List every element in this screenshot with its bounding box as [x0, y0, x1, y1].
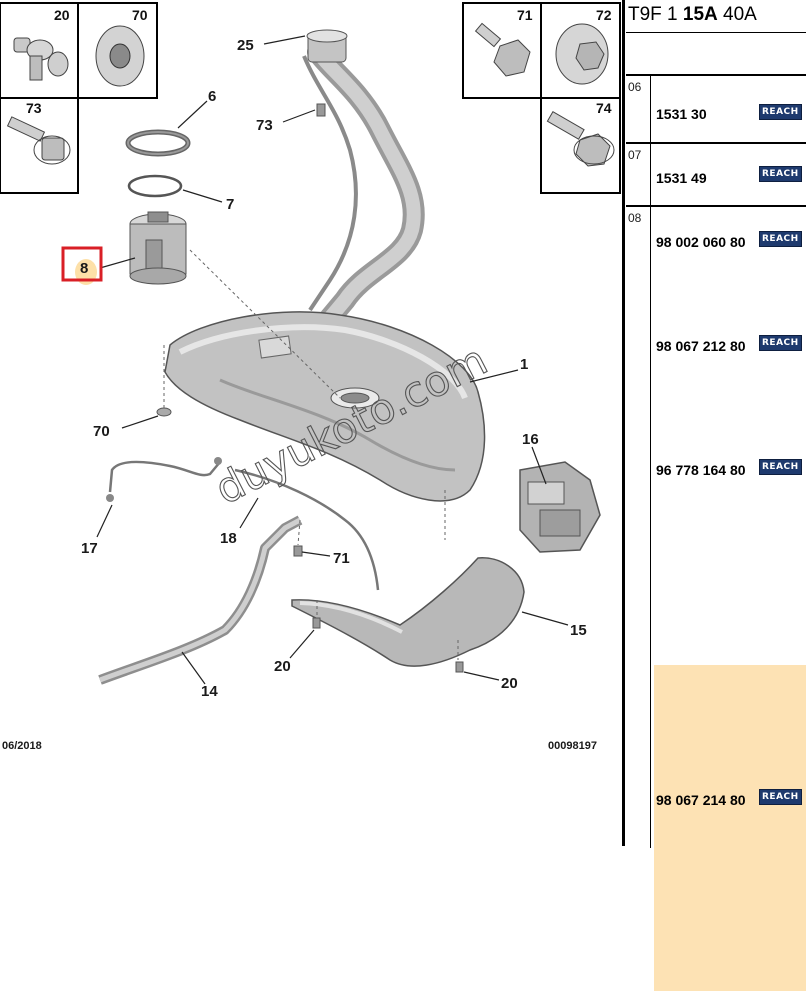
callout-20-right: 20 — [501, 675, 518, 692]
box-label-70: 70 — [132, 7, 148, 23]
part-number-link[interactable]: 98 002 060 80 — [656, 234, 746, 250]
part-number-link[interactable]: 98 067 212 80 — [656, 338, 746, 354]
fastener-20b[interactable] — [455, 661, 464, 673]
bolt-icon — [13, 37, 69, 81]
hardware-box-73[interactable]: 73 — [0, 97, 79, 194]
parts-row-07: 07 1531 49 REACH — [626, 142, 806, 206]
part-number-link[interactable]: 98 067 214 80 — [656, 792, 746, 808]
row-divider — [650, 144, 651, 206]
part-number-link[interactable]: 1531 49 — [656, 170, 707, 186]
callout-6: 6 — [208, 88, 216, 105]
fastener-73[interactable] — [316, 103, 326, 117]
fastener-20a[interactable] — [312, 617, 321, 629]
row-code: 06 — [628, 80, 642, 94]
parts-list-panel: T9F 1 15A 40A 06 1531 30 REACH 07 1531 4… — [622, 0, 806, 991]
reach-badge: REACH — [759, 231, 802, 247]
callout-71: 71 — [333, 550, 350, 567]
row-divider — [650, 76, 651, 142]
washer-icon — [95, 25, 145, 87]
seal-ring-part[interactable] — [127, 174, 183, 198]
drawing-number: 00098197 — [548, 740, 597, 752]
row-code: 07 — [628, 148, 642, 162]
hardware-box-20[interactable]: 20 — [0, 2, 79, 99]
hex-bolt-icon — [474, 22, 531, 77]
reach-badge: REACH — [759, 335, 802, 351]
callout-14: 14 — [201, 683, 218, 700]
highlight-box — [61, 246, 103, 282]
selected-part-highlight — [654, 665, 806, 991]
canister-part[interactable] — [519, 461, 601, 553]
vapor-hose-part[interactable] — [106, 457, 380, 591]
row-code: 08 — [628, 211, 642, 225]
part-number-link[interactable]: 1531 30 — [656, 106, 707, 122]
flange-nut-icon — [555, 23, 609, 85]
callout-8-highlight[interactable]: 8 — [61, 246, 103, 285]
callout-7: 7 — [226, 196, 234, 213]
callout-1: 1 — [520, 356, 528, 373]
parts-row-06: 06 1531 30 REACH — [626, 74, 806, 142]
hardware-box-71[interactable]: 71 — [462, 2, 542, 99]
callout-17: 17 — [81, 540, 98, 557]
hardware-box-74[interactable]: 74 — [540, 97, 621, 194]
heat-shield-part[interactable] — [291, 557, 525, 667]
lock-ring-part[interactable] — [125, 129, 191, 157]
strap-bracket-part[interactable] — [98, 515, 303, 685]
reach-badge: REACH — [759, 104, 802, 120]
callout-15: 15 — [570, 622, 587, 639]
row-divider — [650, 207, 651, 848]
leader-lines — [96, 35, 569, 685]
fastener-70[interactable] — [156, 407, 172, 417]
box-label-74: 74 — [596, 100, 612, 116]
box-label-72: 72 — [596, 7, 612, 23]
flange-bolt-icon — [546, 110, 615, 167]
hardware-box-72[interactable]: 72 — [540, 2, 621, 99]
fuel-pump-module-part[interactable] — [129, 211, 187, 285]
callout-70: 70 — [93, 423, 110, 440]
screw-icon — [6, 116, 71, 165]
part-number-link-selected[interactable]: 96 778 164 80 — [656, 462, 746, 478]
box-label-20: 20 — [54, 7, 70, 23]
callout-25: 25 — [237, 37, 254, 54]
callout-16: 16 — [522, 431, 539, 448]
box-label-73: 73 — [26, 100, 42, 116]
callout-73: 73 — [256, 117, 273, 134]
callout-8: 8 — [80, 260, 88, 277]
model-code-bold: 15A — [682, 4, 718, 25]
fastener-71[interactable] — [293, 545, 303, 557]
filler-pipe-part[interactable] — [302, 29, 425, 329]
box-label-71: 71 — [517, 7, 533, 23]
model-code-header: T9F 1 15A 40A — [626, 0, 806, 33]
reach-badge: REACH — [759, 459, 802, 475]
model-code-suffix: 40A — [717, 4, 757, 25]
reach-badge: REACH — [759, 789, 802, 805]
exploded-parts-diagram: 20 70 73 71 72 — [0, 2, 621, 752]
reference-lines — [163, 249, 459, 660]
diagram-date: 06/2018 — [2, 740, 42, 752]
reach-badge: REACH — [759, 166, 802, 182]
panel-divider — [622, 0, 625, 846]
callout-20-left: 20 — [274, 658, 291, 675]
model-code-prefix: T9F 1 — [628, 4, 683, 25]
parts-row-08: 08 98 002 060 80 REACH 98 067 212 80 REA… — [626, 205, 806, 991]
fuel-tank-part[interactable] — [164, 311, 486, 502]
hardware-box-70[interactable]: 70 — [77, 2, 158, 99]
callout-18: 18 — [220, 530, 237, 547]
